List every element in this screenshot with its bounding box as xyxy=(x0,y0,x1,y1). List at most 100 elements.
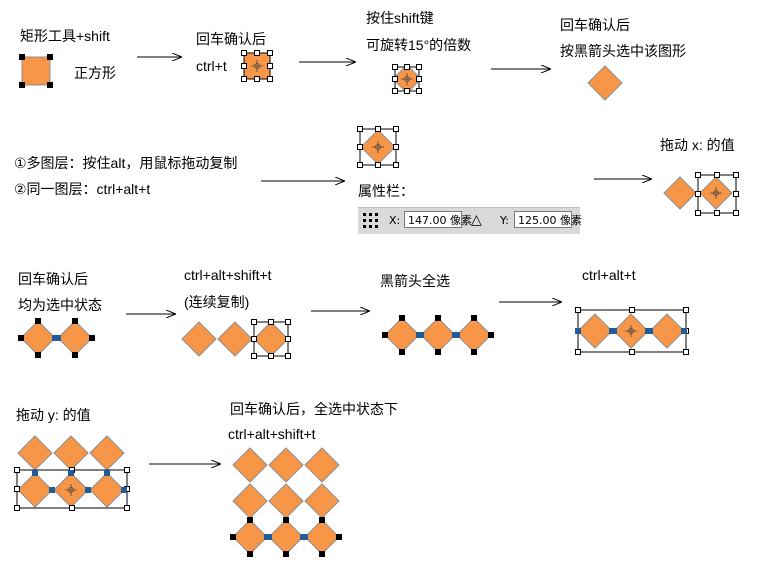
transform-handle xyxy=(268,319,274,325)
transform-handle xyxy=(404,64,410,70)
transform-handle xyxy=(393,126,399,132)
step1-title: 矩形工具+shift xyxy=(20,28,110,44)
anchor-point xyxy=(283,517,289,523)
step2-key: ctrl+t xyxy=(196,58,227,74)
transform-handle xyxy=(267,76,273,82)
transform-handle xyxy=(575,349,581,355)
corner-handle xyxy=(19,82,25,88)
orange-diamond xyxy=(17,472,53,508)
orange-diamond xyxy=(663,176,697,210)
anchor-point xyxy=(382,332,388,338)
transform-handle xyxy=(416,64,422,70)
transform-handle xyxy=(251,336,257,342)
orange-diamond xyxy=(181,321,217,357)
orange-diamond xyxy=(304,447,340,483)
step1-label: 正方形 xyxy=(74,65,116,81)
transform-handle xyxy=(393,162,399,168)
transform-handle xyxy=(392,88,398,94)
anchor-point xyxy=(32,470,38,476)
y-label: Y: xyxy=(500,214,509,227)
anchor-point xyxy=(471,315,477,321)
anchor-point xyxy=(49,487,55,493)
transform-handle xyxy=(733,191,739,197)
anchor-point xyxy=(104,470,110,476)
x-field[interactable]: 147.00 像素 xyxy=(404,211,472,228)
step2-title: 回车确认后 xyxy=(196,31,266,47)
anchor-point xyxy=(488,332,494,338)
anchor-point xyxy=(647,328,653,334)
transform-handle xyxy=(416,76,422,82)
orange-diamond xyxy=(217,321,253,357)
anchor-point xyxy=(266,534,272,540)
orange-diamond xyxy=(577,313,613,349)
transform-handle xyxy=(393,144,399,150)
anchor-point xyxy=(319,517,325,523)
transform-handle xyxy=(241,63,247,69)
anchor-point xyxy=(319,551,325,557)
transform-handle xyxy=(124,505,130,511)
transform-handle xyxy=(241,76,247,82)
transform-handle xyxy=(357,126,363,132)
orange-diamond xyxy=(304,483,340,519)
orange-diamond xyxy=(232,519,268,555)
step3-line2: 可旋转15°的倍数 xyxy=(366,37,472,53)
anchor-point xyxy=(247,551,253,557)
transform-handle xyxy=(416,88,422,94)
pivot-crosshair xyxy=(625,325,637,337)
orange-diamond xyxy=(268,483,304,519)
transform-handle xyxy=(267,63,273,69)
anchor-point xyxy=(121,487,127,493)
anchor-point xyxy=(283,551,289,557)
corner-handle xyxy=(19,54,25,60)
transform-handle xyxy=(733,210,739,216)
anchor-point xyxy=(55,335,61,341)
transform-handle xyxy=(695,172,701,178)
step13-line1: 回车确认后，全选中状态下 xyxy=(230,401,398,417)
transform-handle xyxy=(629,307,635,313)
anchor-point xyxy=(611,328,617,334)
step10-label: 黑箭头全选 xyxy=(380,273,450,289)
orange-diamond xyxy=(17,435,53,471)
y-field[interactable]: 125.00 像素 xyxy=(514,211,582,228)
x-label: X: xyxy=(389,214,401,227)
anchor-point xyxy=(471,349,477,355)
orange-square xyxy=(21,56,51,86)
step9-line2: (连续复制) xyxy=(184,294,250,310)
transform-handle xyxy=(714,172,720,178)
anchor-point xyxy=(247,517,253,523)
transform-handle xyxy=(14,505,20,511)
step4-line2: 按黑箭头选中该图形 xyxy=(560,43,686,59)
transform-handle xyxy=(285,319,291,325)
transform-handle xyxy=(251,319,257,325)
orange-diamond xyxy=(232,447,268,483)
orange-diamond xyxy=(304,519,340,555)
transform-handle xyxy=(404,88,410,94)
orange-diamond xyxy=(53,435,89,471)
step6-label: 属性栏： xyxy=(358,183,414,199)
transform-handle xyxy=(357,162,363,168)
anchor-point xyxy=(399,349,405,355)
orange-diamond xyxy=(89,435,125,471)
anchor-point xyxy=(35,318,41,324)
anchor-point xyxy=(89,335,95,341)
step7-label: 拖动 x: 的值 xyxy=(660,137,735,153)
orange-diamond xyxy=(587,65,623,101)
reference-point-icon[interactable] xyxy=(362,212,379,229)
anchor-point xyxy=(418,332,424,338)
pivot-crosshair xyxy=(401,73,413,85)
transform-handle xyxy=(733,172,739,178)
transform-handle xyxy=(695,210,701,216)
anchor-point xyxy=(336,534,342,540)
delta-icon[interactable]: △ xyxy=(471,212,482,228)
corner-handle xyxy=(47,82,53,88)
orange-diamond xyxy=(268,447,304,483)
attribute-bar: X: 147.00 像素 △ Y: 125.00 像素 xyxy=(358,207,582,234)
orange-diamond xyxy=(57,320,93,356)
transform-handle xyxy=(124,467,130,473)
anchor-point xyxy=(399,315,405,321)
anchor-point xyxy=(435,315,441,321)
orange-diamond xyxy=(384,317,420,353)
transform-handle xyxy=(375,162,381,168)
transform-handle xyxy=(268,353,274,359)
